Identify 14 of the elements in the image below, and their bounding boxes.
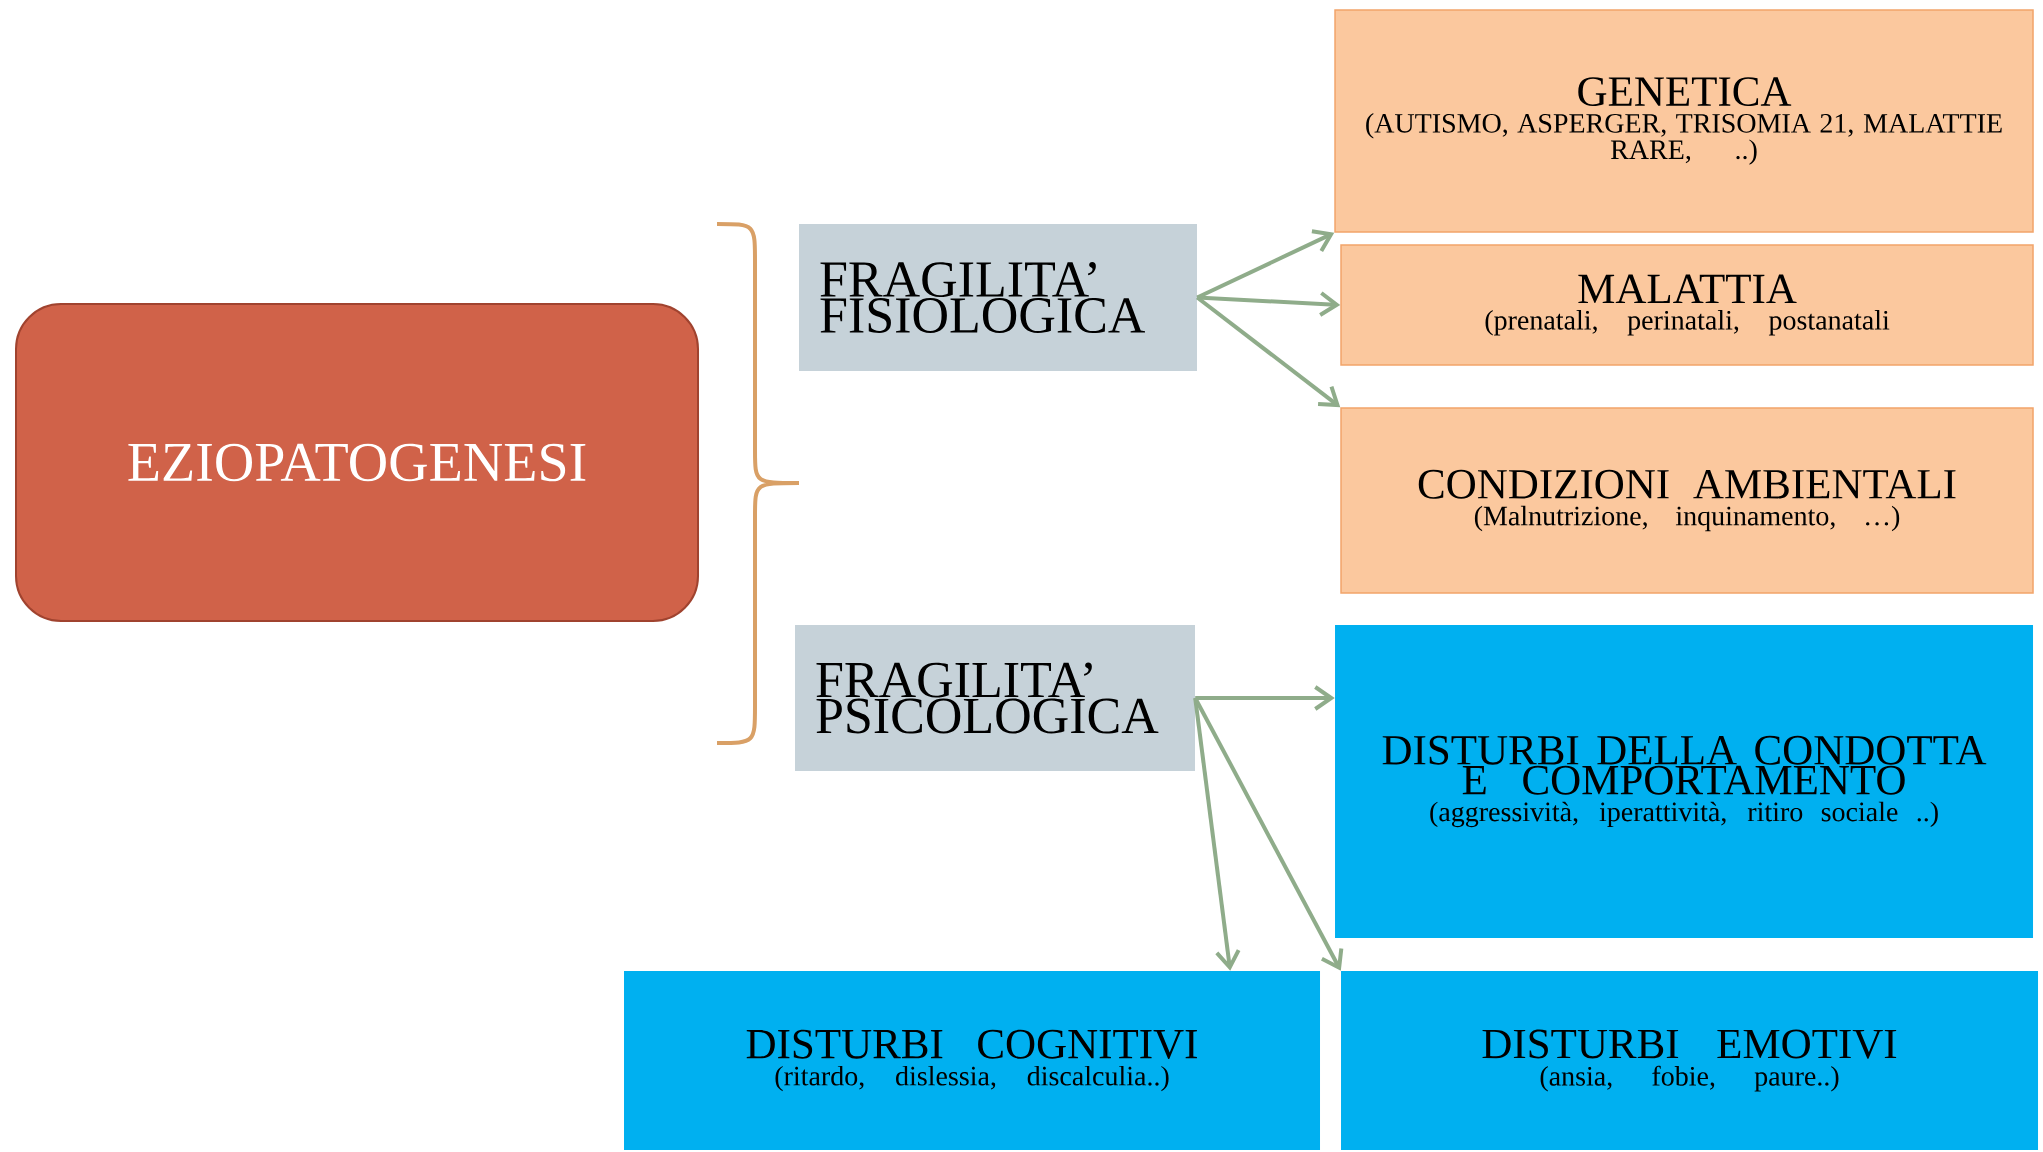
cause-box: GENETICA (AUTISMO, ASPERGER, TRISOMIA 21, MALATTIE RARE, ..) <box>1334 9 2034 233</box>
root-box: EZIOPATOGENESI <box>15 303 699 622</box>
disorder-box: DISTURBI COGNITIVI (ritardo, dislessia, discalculia..) <box>624 971 1320 1150</box>
cause-box: MALATTIA (prenatali, perinatali, postanatali <box>1340 244 2034 366</box>
arrow <box>1193 697 1344 971</box>
category-box: FRAGILITA’ FISIOLOGICA <box>799 224 1197 371</box>
arrow <box>1195 685 1335 711</box>
disorder-box: DISTURBI DELLA CONDOTTA E COMPORTAMENTO (aggressività, iperattività, ritiro sociale ..) <box>1335 625 2033 938</box>
category-box: FRAGILITA’ PSICOLOGICA <box>795 625 1195 771</box>
arrow <box>1193 697 1241 971</box>
cause-box: CONDIZIONI AMBIENTALI (Malnutrizione, inquinamento, …) <box>1340 407 2034 594</box>
arrow <box>1197 291 1341 317</box>
disorder-box: DISTURBI EMOTIVI (ansia, fobie, paure..) <box>1341 971 2038 1150</box>
arrow <box>1196 295 1341 408</box>
